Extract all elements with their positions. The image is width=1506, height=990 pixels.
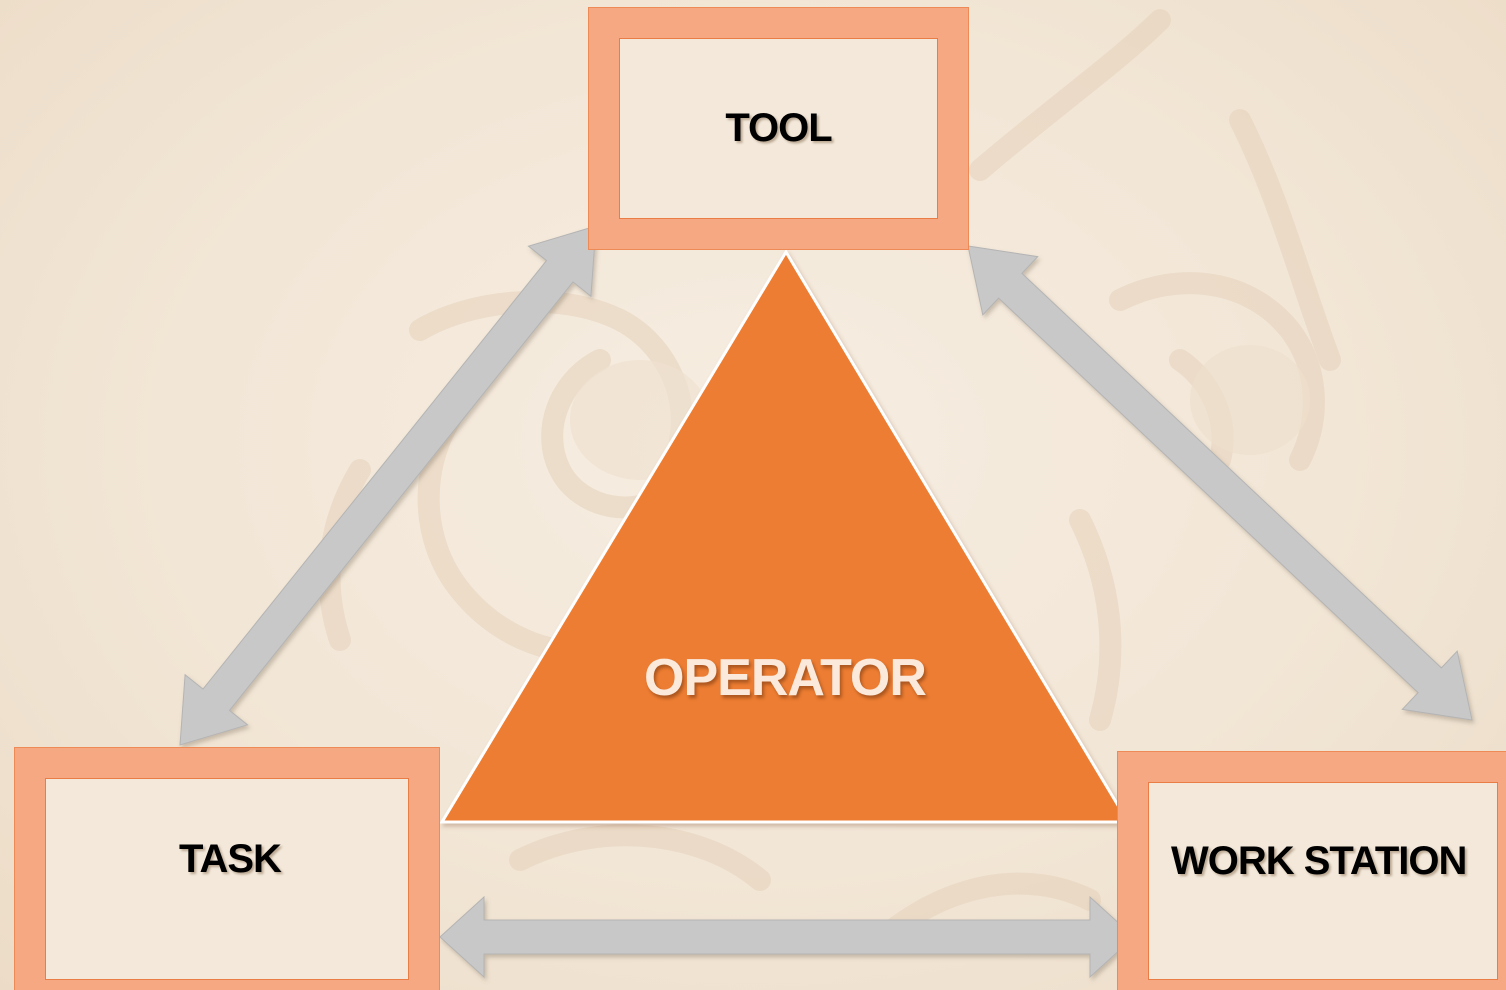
tool-label: TOOL (725, 106, 832, 150)
tool-box: TOOL (588, 7, 969, 250)
task-label: TASK (179, 836, 282, 881)
work-station-box: WORK STATION (1117, 751, 1506, 990)
task-box-inner: TASK (45, 778, 409, 980)
operator-label: OPERATOR (644, 649, 927, 707)
arrow-tool-work-station (967, 245, 1473, 721)
arrow-task-work-station (439, 895, 1135, 979)
tool-box-inner: TOOL (619, 38, 938, 219)
work-station-box-inner: WORK STATION (1148, 782, 1498, 980)
work-station-label: WORK STATION (1171, 838, 1467, 883)
task-box: TASK (14, 747, 440, 990)
arrow-tool-task (179, 225, 597, 746)
